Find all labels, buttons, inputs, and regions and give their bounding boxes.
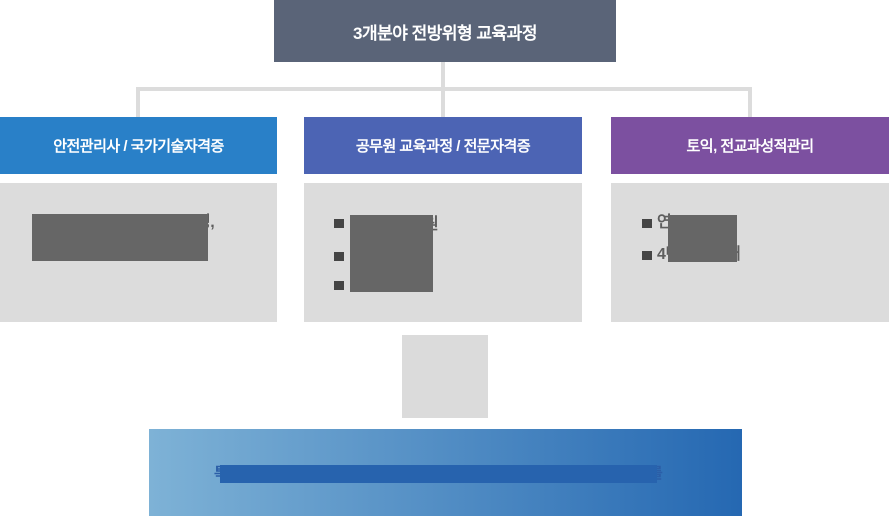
branch-header-toeic-grades-label: 토익, 전교과성적관리 [686,138,814,155]
bullet-square-icon [642,219,652,228]
bullet-square-icon [642,251,652,260]
branch-header-toeic-grades: 토익, 전교과성적관리 [611,117,889,174]
bottom-banner: 특 를 [149,429,742,516]
connector-horizontal [136,87,752,91]
bullet-square-icon [334,252,344,261]
bullet-square-icon [334,281,344,290]
branch-body-civil-service: 원 [304,183,582,322]
redaction-block [668,215,737,262]
branch-header-civil-service: 공무원 교육과정 / 전문자격증 [304,117,582,174]
placeholder-box [402,335,488,418]
connector-vertical-right [748,87,752,117]
banner-redaction-bar [220,465,657,483]
connector-vertical-left [136,87,140,117]
branch-header-civil-service-label: 공무원 교육과정 / 전문자격증 [355,138,531,155]
bullet-square-icon [334,219,344,228]
root-node-label: 3개분야 전방위형 교육과정 [353,23,537,43]
branch-header-safety-cert: 안전관리사 / 국가기술자격증 [0,117,277,174]
branch-body-toeic-grades: 연 4년 대 [611,183,889,322]
redaction-block [350,215,433,292]
redaction-block [32,214,208,261]
branch-body-safety-cert: 정, [0,183,277,322]
branch-header-safety-cert-label: 안전관리사 / 국가기술자격증 [53,138,224,155]
root-node: 3개분야 전방위형 교육과정 [274,0,616,62]
